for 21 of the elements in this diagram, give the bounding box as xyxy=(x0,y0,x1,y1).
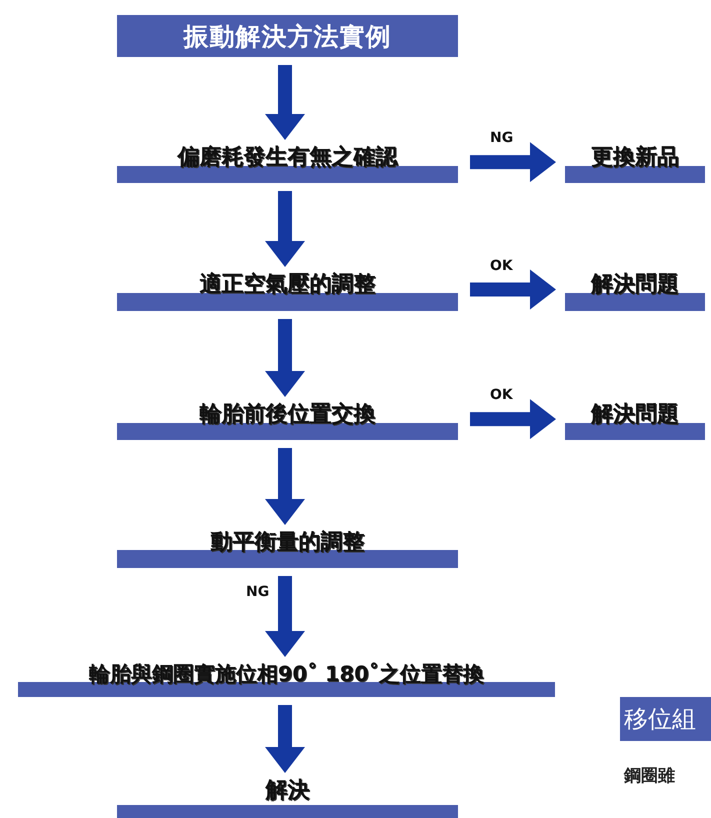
note-text: 鋼圈雖 xyxy=(624,765,675,787)
step-text: 解決 xyxy=(266,778,310,804)
step-text: 更換新品 xyxy=(591,145,679,172)
arrow xyxy=(265,191,305,267)
step-text: 動平衡量的調整 xyxy=(210,530,364,556)
arrow xyxy=(265,705,305,773)
step-text: 適正空氣壓的調整 xyxy=(200,272,376,298)
step-text: 偏磨耗發生有無之確認 xyxy=(178,145,398,172)
arrow xyxy=(470,270,556,310)
arrow xyxy=(265,576,305,657)
step-text: 解決問題 xyxy=(591,272,679,298)
arrow xyxy=(265,319,305,397)
arrow xyxy=(265,65,305,140)
arrow xyxy=(470,399,556,440)
title-band: 振動解決方法實例 xyxy=(117,15,458,57)
arrow xyxy=(470,142,556,182)
step-text: 輪胎前後位置交換 xyxy=(200,402,376,428)
heading-band: 移位組 xyxy=(620,697,711,741)
step-text: 輪胎與鋼圈實施位相90˚ 180˚之位置替換 xyxy=(88,662,484,688)
step-text: 解決問題 xyxy=(591,402,679,428)
arrow xyxy=(265,448,305,525)
